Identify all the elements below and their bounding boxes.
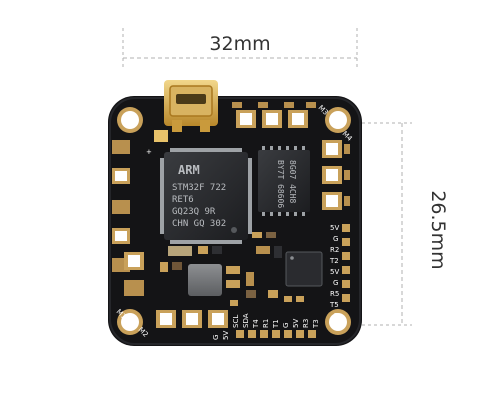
right-pad-labels: 5V G R2 T2 5V G R5 T5 G — [329, 224, 339, 320]
right-pad-label: T2 — [329, 257, 339, 265]
inductor — [188, 264, 222, 296]
bottom-pad-label: SCL — [232, 315, 240, 328]
mcu-chip: ARM STM32F 722 RET6 GQ23Q 9R CHN GQ 302 — [160, 148, 252, 244]
bottom-pad-label: 5V — [292, 319, 300, 328]
pcb-edge — [109, 97, 361, 345]
bottom-pad-labels: T3 R3 5V G T1 R1 T4 SDA SCL 5V G — [212, 313, 320, 340]
right-pad-label: 5V — [330, 224, 339, 232]
right-pad-label: 5V — [330, 268, 339, 276]
right-pad-label: T5 — [329, 301, 339, 309]
mcu-package — [164, 152, 248, 240]
bottom-pad-label: R3 — [302, 319, 310, 328]
passive-components — [160, 232, 304, 306]
height-dimension: 26.5mm — [350, 122, 449, 326]
bottom-pad-label: SDA — [242, 313, 250, 328]
secondary-chip: BY7T 68606 8G07 4CH8 — [258, 146, 310, 216]
right-pad-label: G — [333, 279, 338, 287]
bottom-pad-label: T4 — [252, 319, 260, 329]
right-pad-label: R5 — [330, 290, 339, 298]
mcu-part: STM32F 722 — [172, 183, 226, 193]
right-pad-label: G — [333, 312, 338, 320]
mcu-brand: ARM — [178, 163, 200, 177]
bottom-solder-pads — [236, 330, 316, 338]
left-motor-pads — [112, 140, 144, 296]
mounting-holes — [117, 107, 351, 335]
right-pad-label: R2 — [330, 246, 339, 254]
right-solder-pads — [342, 224, 350, 302]
width-dimension-label: 32mm — [209, 33, 270, 55]
gyro-chip — [285, 251, 323, 287]
right-motor-pads — [322, 140, 350, 210]
battery-pad — [154, 130, 168, 142]
chip-marking-line-2: 8G07 4CH8 — [288, 160, 297, 204]
height-dimension-label: 26.5mm — [427, 190, 449, 269]
flight-controller-board: + ARM STM32F 722 RET6 GQ23Q 9R CHN GQ 30… — [108, 80, 362, 346]
bottom-pad-label: T1 — [272, 319, 280, 329]
plus-mark: + — [146, 148, 152, 156]
mcu-variant: RET6 — [172, 195, 194, 205]
secondary-chip-package — [258, 150, 310, 212]
bottom-motor-pads — [156, 310, 228, 328]
bottom-pad-label: G — [282, 323, 290, 328]
top-motor-pads — [232, 102, 316, 128]
gyro-package — [285, 251, 323, 287]
mcu-lot: GQ23Q 9R — [172, 207, 216, 217]
width-dimension: 32mm — [122, 28, 358, 70]
bottom-pad-label: G — [212, 335, 220, 340]
usb-connector — [164, 80, 218, 132]
bottom-pad-label: 5V — [222, 331, 230, 340]
bottom-pad-label: R1 — [262, 319, 270, 328]
bottom-pad-label: T3 — [312, 319, 320, 329]
right-pad-label: G — [333, 235, 338, 243]
chip-marking-line-1: BY7T 68606 — [276, 160, 285, 208]
mcu-origin: CHN GQ 302 — [172, 219, 226, 229]
